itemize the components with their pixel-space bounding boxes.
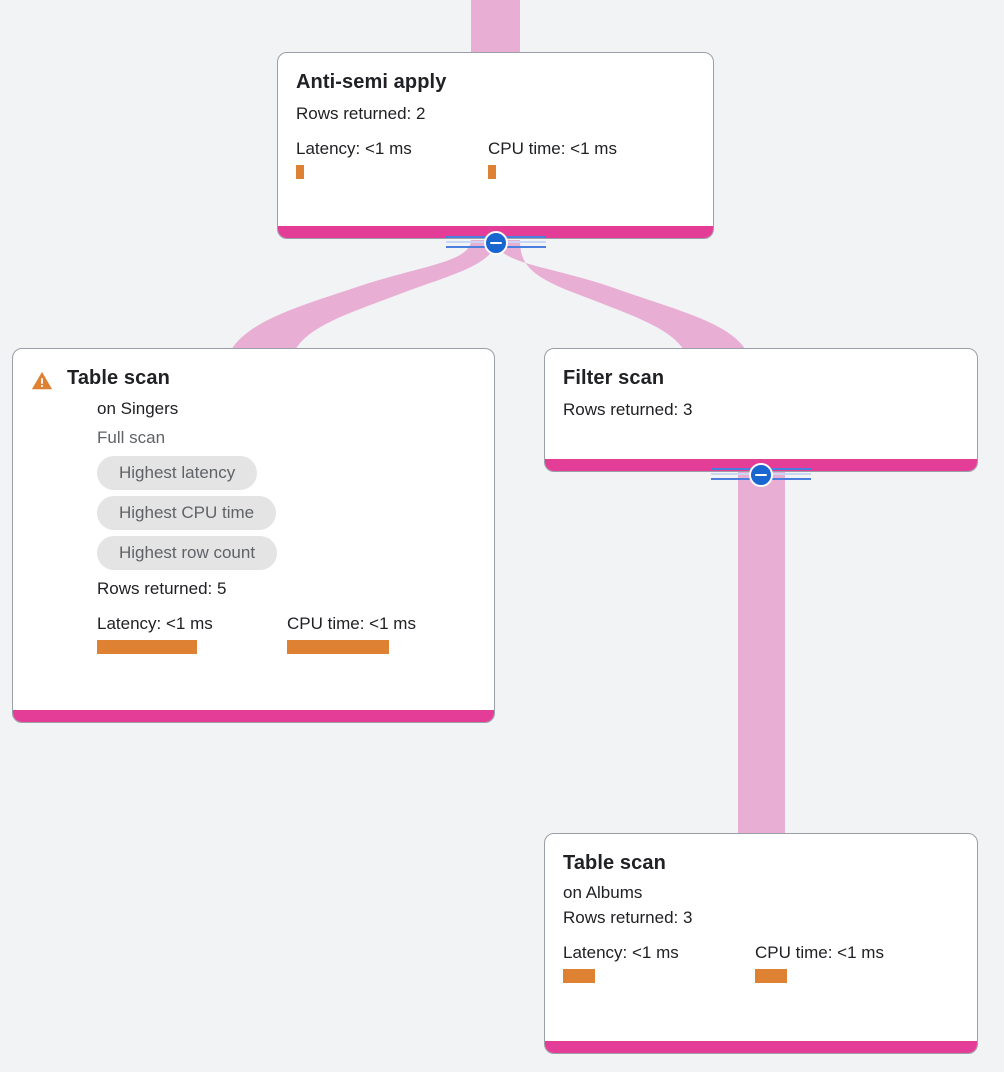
node-table-scan-singers[interactable]: Table scan on Singers Full scan Highest … [12,348,495,723]
node-metrics: Latency: <1 ms CPU time: <1 ms [296,138,695,179]
metric-latency-label: Latency: <1 ms [296,139,412,158]
node-table-scan-albums[interactable]: Table scan on Albums Rows returned: 3 La… [544,833,978,1054]
node-accent-bar [545,1041,977,1053]
metric-latency-bar [563,969,595,983]
minus-circle-icon[interactable] [484,231,508,255]
collapse-toggle-anti-semi-apply[interactable] [446,230,546,256]
metric-cpu-label: CPU time: <1 ms [287,614,416,633]
metric-cpu-label: CPU time: <1 ms [488,139,617,158]
metric-cpu: CPU time: <1 ms [755,942,884,983]
edge-filter-to-albums [738,472,785,837]
node-body: Filter scan Rows returned: 3 [545,349,977,459]
metric-latency-label: Latency: <1 ms [563,943,679,962]
node-body: Anti-semi apply Rows returned: 2 Latency… [278,53,713,226]
chip-highest-row-count: Highest row count [97,536,278,570]
metric-latency-bar [296,165,304,179]
node-body: Table scan on Albums Rows returned: 3 La… [545,834,977,1041]
node-metrics: Latency: <1 ms CPU time: <1 ms [563,942,959,983]
node-accent-bar [13,710,494,722]
rows-returned: Rows returned: 2 [296,104,426,123]
node-header: Filter scan [563,365,959,391]
metric-latency-label: Latency: <1 ms [97,614,213,633]
node-detail-group: on Singers Full scan Highest latency Hig… [31,396,476,654]
edge-anti-to-filter [496,240,746,350]
metric-cpu: CPU time: <1 ms [287,613,416,654]
metric-cpu-bar [488,165,496,179]
node-anti-semi-apply[interactable]: Anti-semi apply Rows returned: 2 Latency… [277,52,714,239]
node-metrics: Latency: <1 ms CPU time: <1 ms [97,613,476,654]
metric-latency-bar [97,640,197,654]
node-filter-scan[interactable]: Filter scan Rows returned: 3 [544,348,978,472]
metric-latency: Latency: <1 ms [97,613,287,654]
rows-returned: Rows returned: 3 [563,908,693,927]
node-header: Table scan [31,365,476,392]
edge-root-in [471,0,520,56]
node-title: Filter scan [563,367,665,389]
chip-highest-cpu-time: Highest CPU time [97,496,277,530]
node-header: Anti-semi apply [296,69,695,95]
minus-circle-icon[interactable] [749,463,773,487]
node-title: Anti-semi apply [296,71,447,93]
metric-latency: Latency: <1 ms [563,942,755,983]
chip-highest-latency: Highest latency [97,456,258,490]
node-chip-list: Highest latency Highest CPU time Highest… [97,456,476,570]
metric-cpu: CPU time: <1 ms [488,138,617,179]
metric-cpu-label: CPU time: <1 ms [755,943,884,962]
node-scan-type: Full scan [97,428,166,447]
metric-latency: Latency: <1 ms [296,138,488,179]
node-subtitle: on Albums [563,883,643,902]
collapse-toggle-filter-scan[interactable] [711,462,811,488]
node-title: Table scan [67,367,170,389]
metric-cpu-bar [287,640,389,654]
warning-triangle-icon [31,371,53,390]
metric-cpu-bar [755,969,787,983]
edge-anti-to-singers [231,240,496,350]
rows-returned: Rows returned: 5 [97,579,227,598]
node-title: Table scan [563,852,666,874]
node-body: Table scan on Singers Full scan Highest … [13,349,494,710]
node-subtitle: on Singers [97,399,179,418]
node-header: Table scan [563,850,959,876]
rows-returned: Rows returned: 3 [563,400,693,419]
